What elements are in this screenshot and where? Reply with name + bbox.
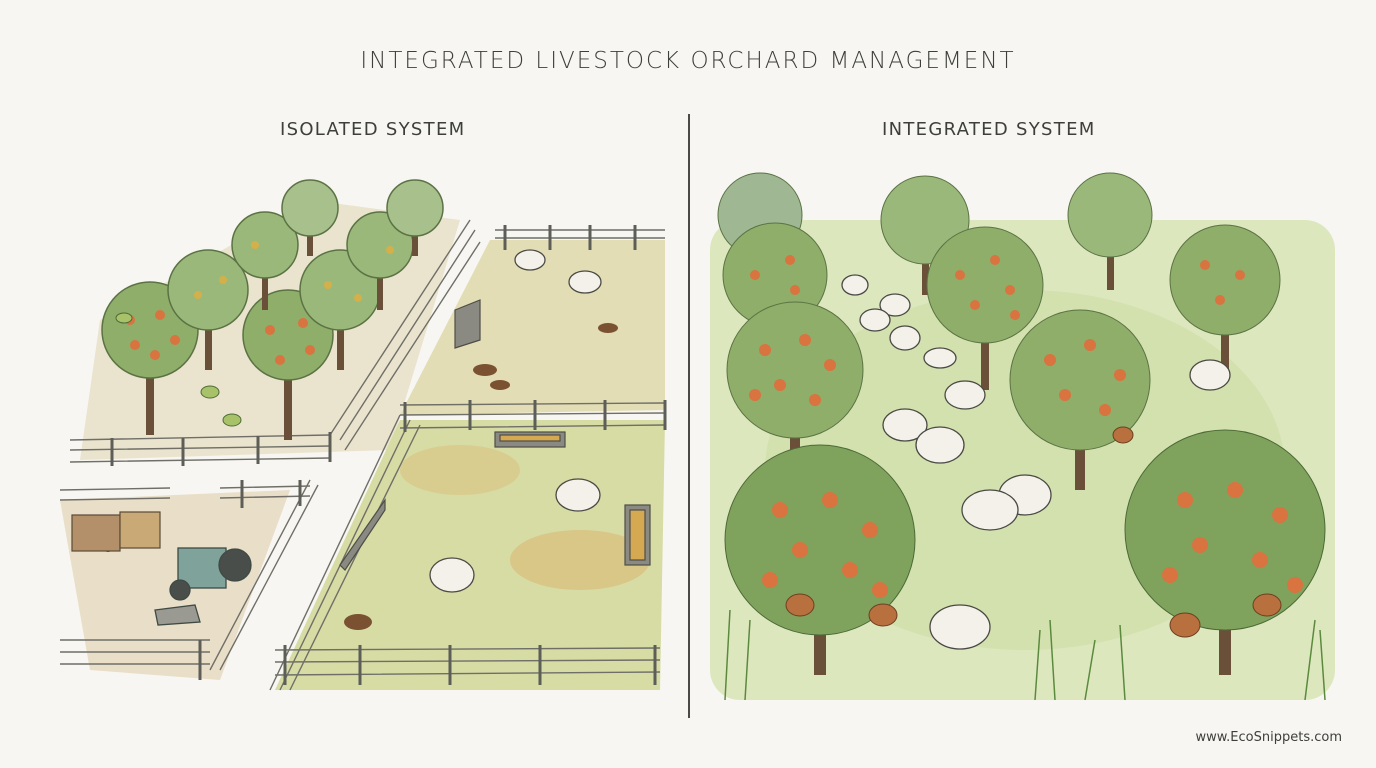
orchard-trees: [101, 179, 444, 440]
isolated-system-label: ISOLATED SYSTEM: [280, 119, 466, 140]
chickens: [785, 426, 1282, 638]
isolated-system-illustration: [60, 170, 680, 700]
panel-divider: [688, 114, 690, 718]
sheep: [841, 274, 1231, 650]
manure-piles: [344, 323, 618, 630]
pest-insects: [115, 312, 242, 427]
sheep: [429, 249, 602, 593]
feed-troughs: [339, 299, 651, 571]
page-title: INTEGRATED LIVESTOCK ORCHARD MANAGEMENT: [360, 48, 1016, 74]
undergrowth-plants: [724, 609, 1326, 700]
footer-url: www.EcoSnippets.com: [1195, 730, 1342, 745]
feed-crates: [71, 511, 161, 552]
integrated-system-illustration: [705, 170, 1345, 700]
tractor: [154, 547, 252, 626]
fences: [60, 219, 666, 691]
orchard-trees: [717, 172, 1326, 675]
integrated-system-label: INTEGRATED SYSTEM: [882, 119, 1096, 140]
